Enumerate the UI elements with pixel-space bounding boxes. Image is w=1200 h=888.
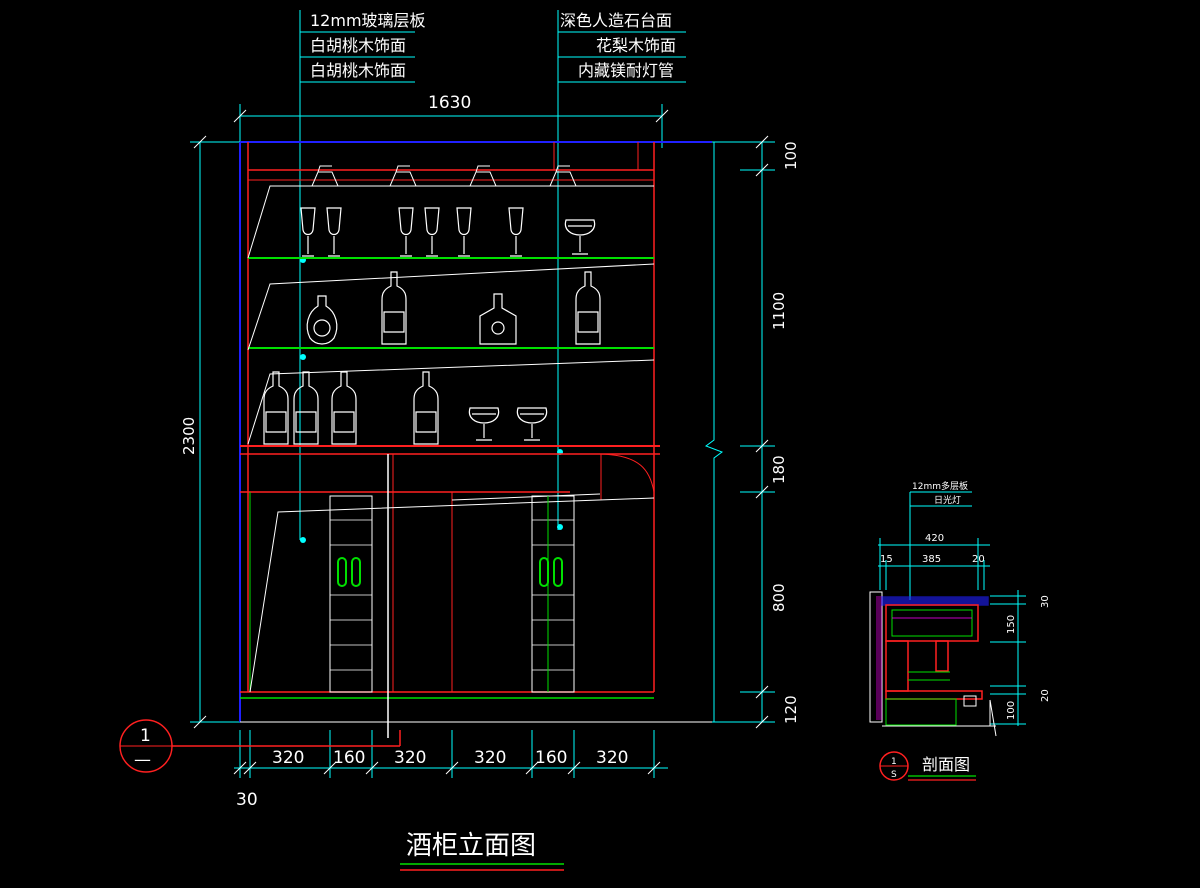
dim-right-800: 800 xyxy=(770,583,788,612)
dim-overall-width xyxy=(233,104,669,148)
section-label-plywood: 12mm多层板 xyxy=(912,480,968,492)
section-detail xyxy=(869,491,1026,737)
section-title: 剖面图 xyxy=(922,755,970,774)
dim-bottom-30: 30 xyxy=(236,790,258,810)
dim-bottom-chain xyxy=(233,730,668,778)
drawing-title: 酒柜立面图 xyxy=(406,831,536,861)
dim-right-1100: 1100 xyxy=(770,292,788,330)
section-dim-20: 20 xyxy=(972,554,985,565)
detail-callout-marker xyxy=(119,719,401,773)
dim-overall-height xyxy=(190,135,240,729)
shelf-perspective-lines xyxy=(247,185,655,693)
dim-bottom-320-b: 320 xyxy=(394,748,426,768)
door-right-slats xyxy=(532,519,574,671)
dim-right-chain xyxy=(704,135,775,729)
cabinet-frame xyxy=(239,141,712,738)
leader-dots xyxy=(300,257,563,543)
wine-glasses xyxy=(300,207,596,257)
section-marker-sheet: S xyxy=(891,770,897,780)
dim-overall-height-text: 2300 xyxy=(180,417,198,455)
left-material-labels xyxy=(299,10,415,540)
right-material-labels xyxy=(557,10,686,530)
label-rosewood-veneer: 花梨木饰面 xyxy=(596,36,676,55)
section-dim-100: 100 xyxy=(1006,701,1017,720)
section-dim-385: 385 xyxy=(922,554,941,565)
door-left-slats xyxy=(330,519,372,671)
section-label-fluorescent: 日光灯 xyxy=(934,494,961,506)
dim-bottom-320-d: 320 xyxy=(596,748,628,768)
section-dim-30: 30 xyxy=(1040,595,1051,608)
dim-bottom-320-c: 320 xyxy=(474,748,506,768)
label-walnut-veneer-1: 白胡桃木饰面 xyxy=(310,36,406,55)
dim-bottom-320-a: 320 xyxy=(272,748,304,768)
label-artificial-stone-top: 深色人造石台面 xyxy=(560,11,672,30)
bottles-shelf-3 xyxy=(263,371,548,445)
section-dim-20-v: 20 xyxy=(1040,689,1051,702)
label-glass-shelf: 12mm玻璃层板 xyxy=(310,11,426,30)
label-hidden-lamp-tube: 内藏镁耐灯管 xyxy=(578,61,674,80)
dim-right-120: 120 xyxy=(782,695,800,724)
dim-right-180: 180 xyxy=(770,455,788,484)
section-marker xyxy=(879,751,976,781)
bottles-shelf-2 xyxy=(306,271,601,345)
lower-door-left xyxy=(329,495,373,693)
section-dim-420: 420 xyxy=(925,533,944,544)
callout-number: 1 xyxy=(140,726,151,746)
dim-bottom-160-b: 160 xyxy=(535,748,567,768)
dim-right-100: 100 xyxy=(782,141,800,170)
section-dim-150: 150 xyxy=(1006,615,1017,634)
label-walnut-veneer-2: 白胡桃木饰面 xyxy=(310,61,406,80)
dim-bottom-160-a: 160 xyxy=(333,748,365,768)
dim-overall-width-text: 1630 xyxy=(428,93,471,113)
callout-sheet: — xyxy=(134,750,151,770)
lower-door-right xyxy=(531,495,575,693)
section-dim-15: 15 xyxy=(880,554,893,565)
glass-shelves xyxy=(248,257,654,349)
section-marker-number: 1 xyxy=(891,757,897,767)
ceiling-lights xyxy=(311,165,577,187)
